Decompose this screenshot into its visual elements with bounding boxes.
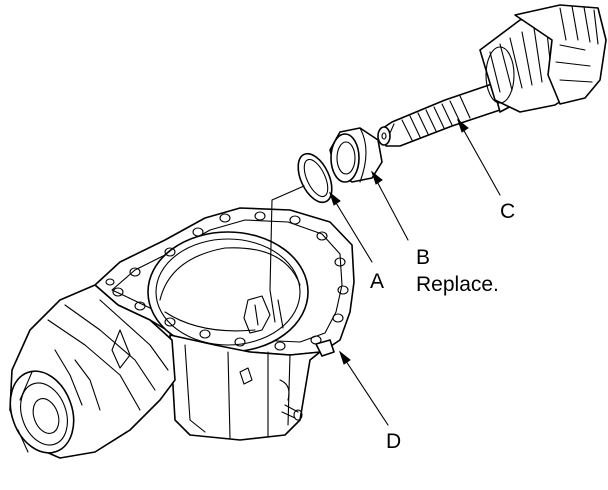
arrowhead-c bbox=[456, 118, 469, 133]
arrowhead-a bbox=[328, 191, 341, 206]
arrowhead-d bbox=[338, 350, 351, 365]
flange-bolt-holes bbox=[105, 211, 349, 351]
leader-line-a bbox=[329, 192, 373, 263]
leader-line-b bbox=[371, 171, 409, 241]
collapsible-spacer bbox=[329, 127, 383, 183]
label-b-note: Replace. bbox=[416, 273, 499, 296]
label-b: B bbox=[416, 246, 430, 269]
label-c: C bbox=[500, 200, 515, 223]
arrowhead-b bbox=[370, 170, 383, 185]
shim-ring bbox=[297, 152, 333, 204]
differential-carrier-housing bbox=[9, 207, 355, 459]
leader-line-d bbox=[339, 351, 389, 426]
assembly-axis-line bbox=[269, 185, 305, 291]
leader-line-c bbox=[457, 119, 501, 196]
pinion-gear-shaft bbox=[377, 4, 607, 147]
label-d: D bbox=[386, 430, 401, 453]
label-a: A bbox=[370, 270, 384, 293]
leader-arrows bbox=[328, 118, 501, 426]
